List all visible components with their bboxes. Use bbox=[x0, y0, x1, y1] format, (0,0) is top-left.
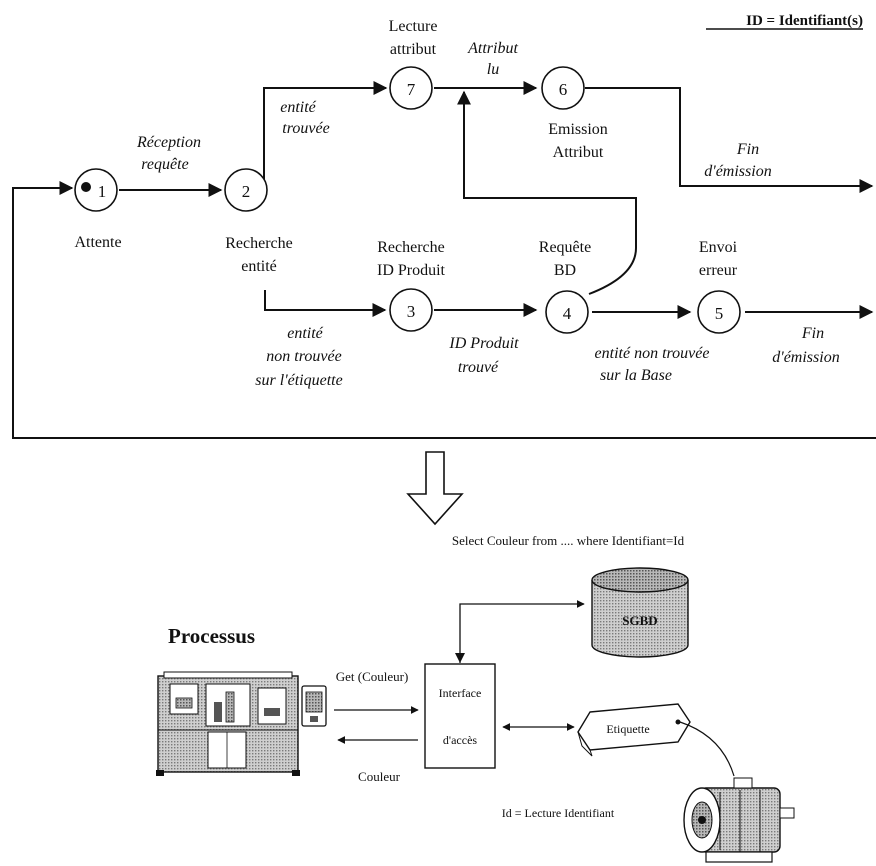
get-couleur-label: Get (Couleur) bbox=[336, 669, 409, 684]
state-4: 4 bbox=[545, 290, 589, 334]
state-6-label-line1: Lecture bbox=[389, 18, 438, 35]
transition-non-trouvee-line2: non trouvée bbox=[266, 348, 341, 365]
database-icon bbox=[591, 567, 689, 658]
tag-string bbox=[679, 721, 735, 777]
svg-text:3: 3 bbox=[407, 302, 416, 321]
transition-trouvee-line1: entité bbox=[280, 99, 316, 116]
motor-icon bbox=[683, 777, 795, 863]
arrow-4-to-6 bbox=[457, 90, 637, 295]
interface-box bbox=[424, 663, 496, 769]
svg-text:5: 5 bbox=[715, 304, 724, 323]
state-6-label-line2: attribut bbox=[390, 41, 437, 58]
sql-query-text: Select Couleur from .... where Identifia… bbox=[452, 533, 685, 548]
arrow-2-to-3 bbox=[264, 290, 387, 317]
svg-text:2: 2 bbox=[242, 182, 251, 201]
state-6: 7 bbox=[389, 66, 433, 110]
id-lecture-label: Id = Lecture Identifiant bbox=[502, 806, 615, 820]
svg-text:6: 6 bbox=[559, 80, 568, 99]
state-2-label-line1: Recherche bbox=[225, 235, 293, 252]
machine-icon bbox=[156, 671, 300, 776]
arrow-7-out bbox=[585, 87, 874, 193]
interface-label-line2: d'accès bbox=[443, 733, 477, 747]
interface-sgbd-connector bbox=[459, 600, 585, 663]
interface-label-line1: Interface bbox=[439, 686, 482, 700]
transition-id-produit-line1: ID Produit bbox=[448, 335, 519, 352]
state-3-label-line2: ID Produit bbox=[377, 262, 446, 279]
transition-attribut-lu-line2: lu bbox=[487, 61, 499, 78]
arrow-2-to-6 bbox=[263, 81, 388, 184]
state-3-label-line1: Recherche bbox=[377, 239, 445, 256]
couleur-label: Couleur bbox=[358, 769, 401, 784]
state-7-label-line1: Emission bbox=[548, 121, 608, 138]
down-arrow-icon bbox=[406, 451, 464, 526]
svg-text:1: 1 bbox=[98, 182, 107, 201]
transition-reception-line2: requête bbox=[141, 156, 188, 173]
transition-fin-1-line1: Fin bbox=[736, 141, 759, 158]
state-1-label: Attente bbox=[74, 234, 121, 251]
svg-text:7: 7 bbox=[407, 80, 416, 99]
control-panel-icon bbox=[301, 685, 327, 727]
transition-attribut-lu-line1: Attribut bbox=[467, 40, 518, 57]
transition-non-trouvee-line3: sur l'étiquette bbox=[255, 372, 342, 389]
state-5-label-line2: erreur bbox=[699, 262, 738, 279]
sgbd-label: SGBD bbox=[622, 613, 657, 628]
etiquette-label: Etiquette bbox=[606, 722, 649, 736]
state-4-label-line1: Requête bbox=[539, 239, 591, 256]
transition-trouvee-line2: trouvée bbox=[282, 120, 329, 137]
svg-text:4: 4 bbox=[563, 304, 572, 323]
transition-fin-1-line2: d'émission bbox=[704, 163, 771, 180]
state-5: 5 bbox=[697, 290, 741, 334]
state-3: 3 bbox=[389, 288, 433, 332]
state-4-label-line2: BD bbox=[554, 262, 576, 279]
transition-id-produit-line2: trouvé bbox=[458, 359, 499, 376]
transition-non-trouvee-base-line2: sur la Base bbox=[600, 367, 672, 384]
transition-reception-line1: Réception bbox=[136, 134, 201, 151]
state-5-label-line1: Envoi bbox=[699, 239, 738, 256]
tag-icon bbox=[577, 703, 691, 757]
state-1: 1 bbox=[74, 168, 118, 212]
state-7: 6 bbox=[541, 66, 585, 110]
transition-non-trouvee-base-line1: entité non trouvée bbox=[595, 345, 710, 362]
return-loop-arrow bbox=[12, 181, 876, 439]
legend-text: ID = Identifiant(s) bbox=[746, 13, 863, 29]
processus-title: Processus bbox=[168, 624, 255, 648]
transition-fin-2-line1: Fin bbox=[801, 325, 824, 342]
state-2-label-line2: entité bbox=[241, 258, 277, 275]
state-7-label-line2: Attribut bbox=[553, 144, 604, 161]
transition-fin-2-line2: d'émission bbox=[772, 349, 839, 366]
transition-non-trouvee-line1: entité bbox=[287, 325, 323, 342]
state-2: 2 bbox=[224, 168, 268, 212]
